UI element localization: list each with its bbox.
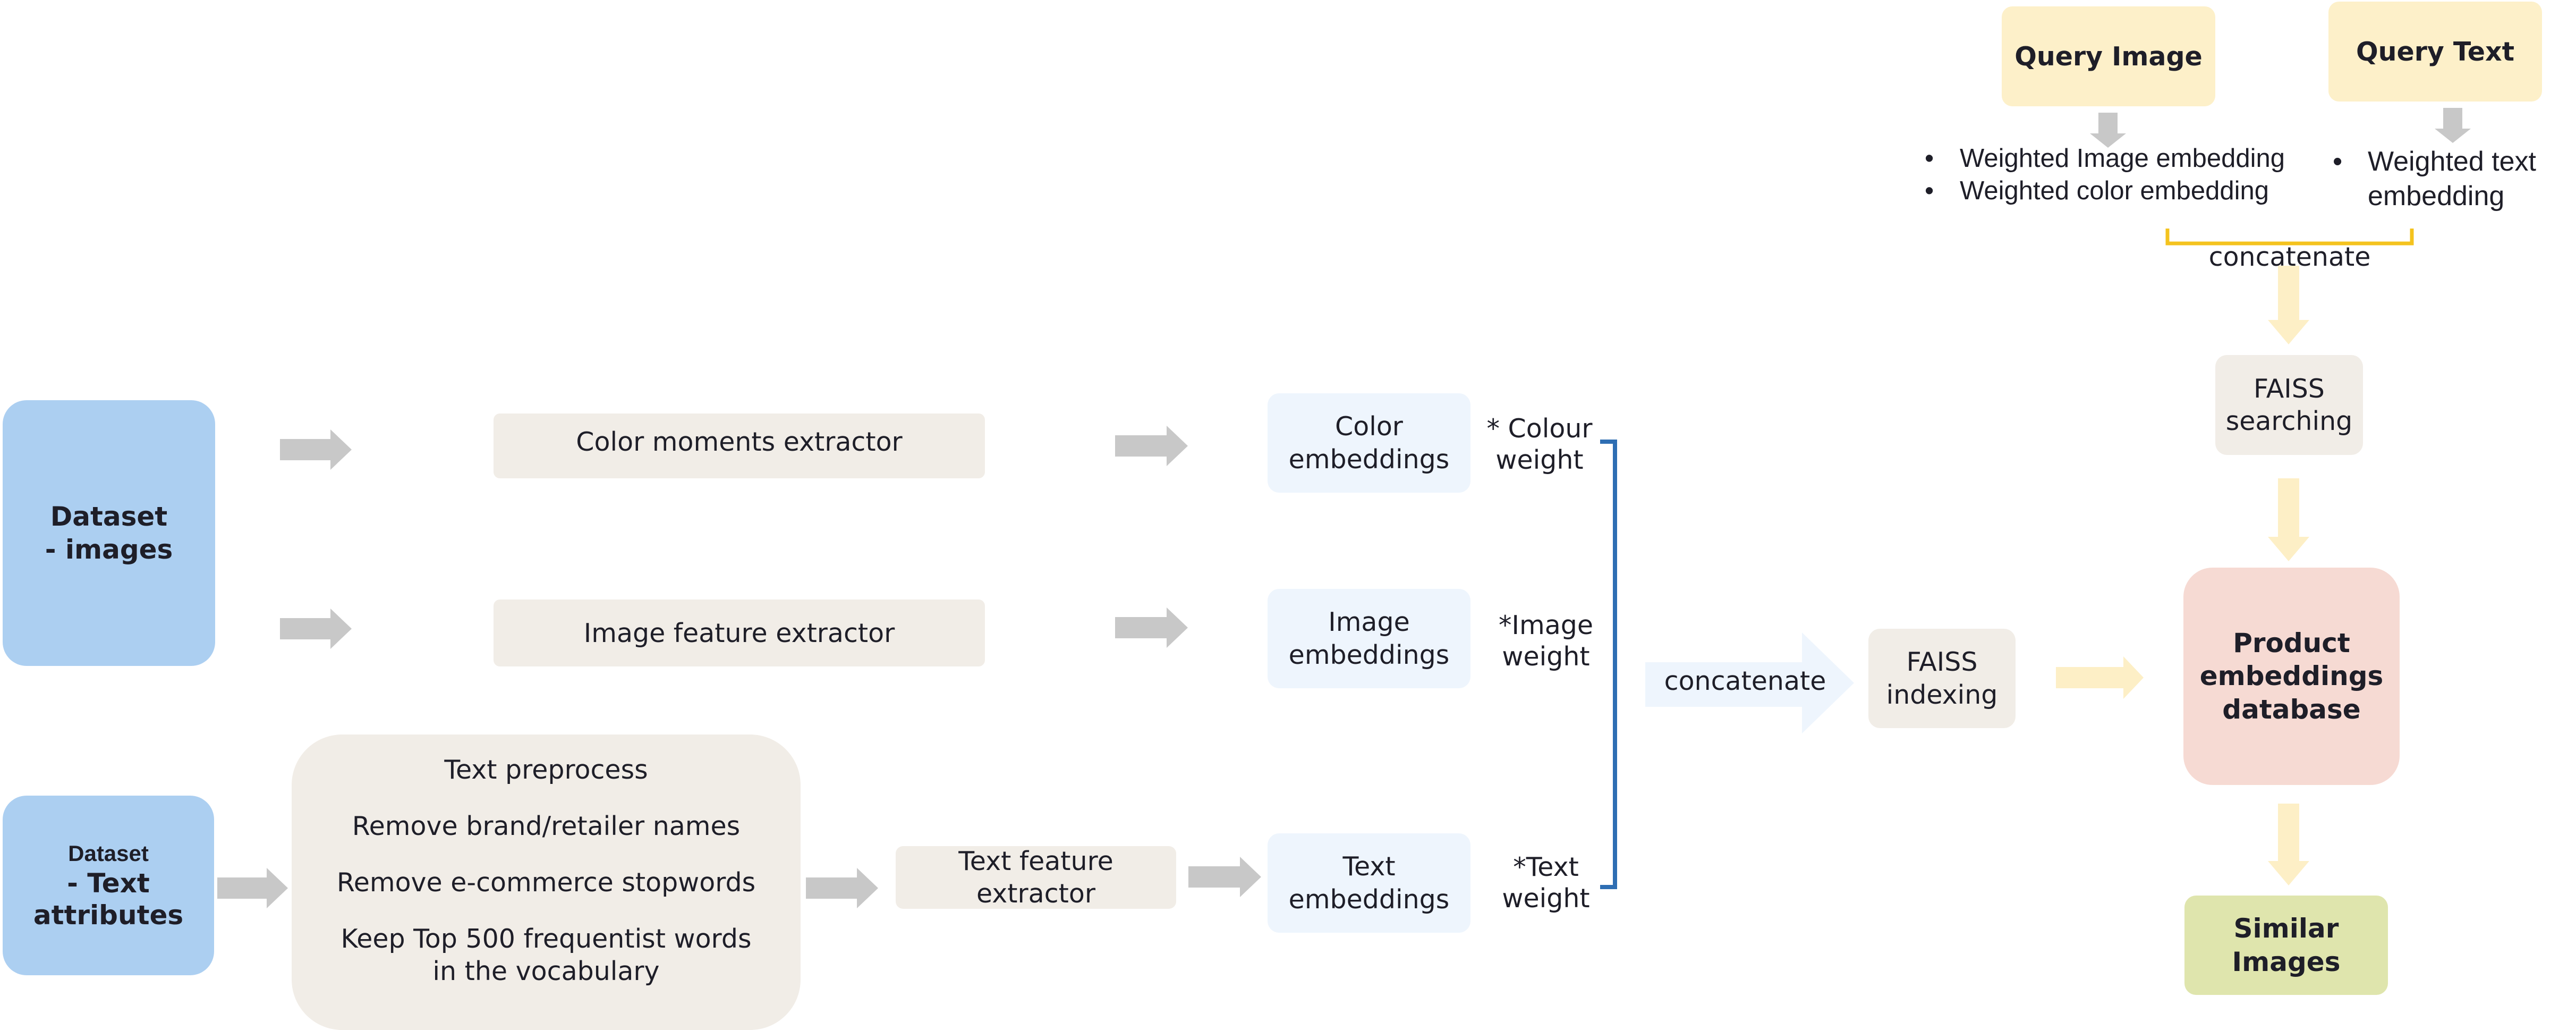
arrow-color-extractor-to-embeddings [1115, 426, 1188, 466]
query-text-label: Query Text [2356, 36, 2515, 67]
faiss-searching-box: FAISS searching [2215, 355, 2363, 455]
query-image-embedding-list: Weighted Image embedding Weighted color … [1922, 142, 2325, 208]
faiss-indexing-label: FAISS indexing [1886, 647, 1998, 710]
image-feature-extractor-label: Image feature extractor [583, 618, 895, 648]
arrow-query-text-down [2435, 108, 2471, 143]
blue-bracket [1600, 440, 1617, 889]
product-embeddings-database-box: Product embeddings database [2183, 568, 2400, 785]
text-preprocess-step: Remove brand/retailer names [352, 811, 741, 841]
text-preprocess-box: Text preprocess Remove brand/retailer na… [292, 734, 801, 1030]
dataset-text-title: Dataset [68, 840, 149, 866]
image-feature-extractor-box: Image feature extractor [494, 600, 985, 666]
list-item: Weighted color embedding [1922, 175, 2325, 208]
text-weight-label: *Text weight [1502, 852, 1590, 914]
text-embeddings-label: Text embeddings [1288, 851, 1450, 915]
text-feature-extractor-label: Text feature extractor [958, 846, 1113, 909]
list-item: Weighted text embedding [2330, 145, 2569, 214]
similar-images-label: Similar Images [2232, 913, 2341, 977]
text-preprocess-step: Keep Top 500 frequentist words in the vo… [341, 924, 752, 987]
concatenate-arrow [1645, 632, 1854, 733]
text-embeddings-box: Text embeddings [1268, 833, 1470, 933]
concatenate-main-label: concatenate [1664, 666, 1826, 696]
arrow-dataset-to-image-extractor [280, 609, 352, 649]
arrow-searching-to-database [2268, 478, 2309, 561]
colour-weight-label: * Colour weight [1486, 413, 1593, 475]
query-text-embedding-list: Weighted text embedding [2330, 145, 2569, 214]
arrow-image-extractor-to-embeddings [1115, 607, 1188, 648]
query-text-box: Query Text [2328, 2, 2542, 102]
arrow-dataset-text-to-preprocess [217, 868, 288, 908]
text-preprocess-step: Remove e-commerce stopwords [336, 867, 756, 898]
yellow-bracket [2165, 229, 2414, 246]
similar-images-box: Similar Images [2184, 896, 2388, 995]
image-embeddings-label: Image embeddings [1288, 607, 1450, 670]
text-preprocess-title: Text preprocess [444, 755, 648, 785]
color-embeddings-box: Color embeddings [1268, 393, 1470, 493]
dataset-text-box: Dataset - Text attributes [3, 796, 214, 975]
dataset-images-box: Dataset - images [3, 400, 215, 666]
dataset-text-subtitle: - Text attributes [33, 868, 184, 931]
dataset-images-label: Dataset - images [45, 501, 173, 565]
arrow-concatenate-to-searching [2268, 266, 2309, 344]
product-embeddings-database-label: Product embeddings database [2199, 627, 2384, 725]
arrow-dataset-to-color-extractor [280, 429, 352, 470]
color-moments-extractor-box: Color moments extractor [494, 413, 985, 478]
faiss-searching-label: FAISS searching [2225, 373, 2353, 436]
query-image-box: Query Image [2002, 6, 2215, 106]
list-item: Weighted Image embedding [1922, 142, 2325, 175]
concatenate-query-label: concatenate [2208, 242, 2371, 272]
image-embeddings-box: Image embeddings [1268, 589, 1470, 688]
query-image-label: Query Image [2014, 41, 2203, 72]
arrow-preprocess-to-text-extractor [806, 868, 878, 908]
color-moments-extractor-label: Color moments extractor [576, 426, 903, 457]
text-feature-extractor-box: Text feature extractor [896, 846, 1176, 909]
arrow-query-image-down [2090, 113, 2126, 148]
faiss-indexing-box: FAISS indexing [1868, 629, 2016, 728]
image-weight-label: *Image weight [1499, 610, 1593, 672]
arrow-database-to-similar [2268, 804, 2309, 885]
color-embeddings-label: Color embeddings [1288, 411, 1450, 475]
arrow-indexing-to-database [2056, 656, 2144, 699]
arrow-text-extractor-to-embeddings [1188, 857, 1261, 897]
